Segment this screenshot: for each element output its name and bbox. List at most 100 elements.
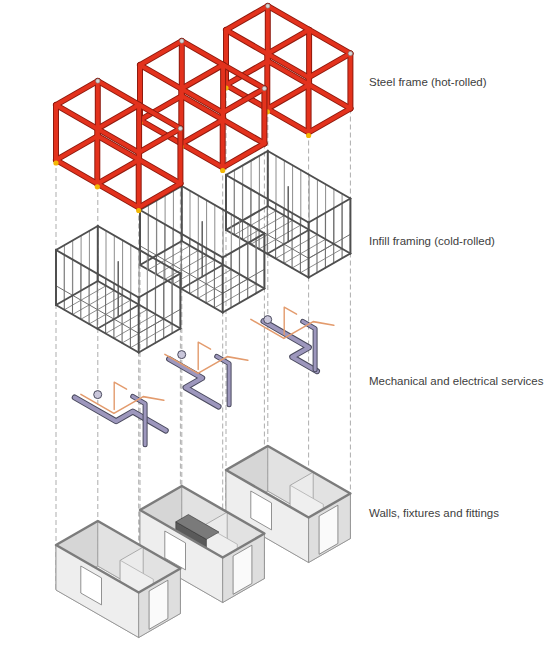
steel-member-shadow: [223, 144, 265, 168]
electrical-cable: [198, 342, 210, 370]
infill-frame-edge: [263, 234, 265, 289]
stud: [72, 240, 73, 295]
steel-member: [97, 160, 139, 184]
service-unit: [264, 316, 272, 324]
window: [251, 491, 272, 530]
steel-member-shadow: [177, 129, 183, 184]
layer-label: Mechanical and electrical services: [369, 374, 544, 388]
guide-line: [97, 136, 98, 566]
floor-joist: [198, 274, 240, 298]
noggin: [223, 269, 265, 293]
infill-frame-edge: [56, 226, 98, 250]
infill-frame-edge: [267, 151, 269, 206]
stud: [148, 205, 149, 260]
door: [319, 505, 338, 554]
layer-label: Steel frame (hot-rolled): [369, 75, 487, 89]
infill-frame-edge: [309, 254, 351, 278]
steel-member-shadow: [309, 109, 351, 133]
walls-layer: [56, 446, 350, 638]
guide-line: [181, 96, 182, 531]
floor-joist: [89, 300, 131, 324]
steel-member: [137, 105, 141, 160]
steel-member: [309, 54, 351, 78]
infill-frame-edge: [138, 298, 140, 353]
steel-member-shadow: [267, 30, 309, 54]
door: [149, 580, 168, 629]
infill-frame-edge: [222, 258, 224, 313]
partition-stud: [288, 187, 289, 242]
steel-member-shadow: [97, 105, 139, 129]
steel-member: [221, 65, 225, 120]
infill-frame-edge: [56, 281, 98, 305]
connection-plate: [220, 168, 225, 173]
end-wall: [309, 494, 351, 563]
steel-member-shadow: [53, 105, 59, 160]
infill-frame-edge: [226, 230, 309, 278]
infill-frame-edge: [308, 223, 310, 278]
stud: [259, 156, 260, 211]
end-wall: [139, 569, 181, 638]
steel-member: [309, 109, 351, 133]
infill-frame-edge: [349, 199, 351, 254]
lifting-point: [348, 51, 352, 55]
infill-frame-edge: [309, 199, 351, 223]
duct-outline: [75, 398, 166, 431]
stud: [173, 191, 174, 246]
layer-label: Walls, fixtures and fittings: [369, 506, 499, 520]
lifting-point: [266, 4, 270, 8]
stud: [230, 253, 231, 308]
pipe: [217, 356, 229, 404]
steel-member: [223, 144, 265, 168]
door: [233, 545, 252, 594]
steel-member: [140, 41, 182, 65]
steel-member: [54, 105, 58, 160]
steel-member: [226, 6, 268, 30]
stud: [156, 200, 157, 255]
steel-member: [139, 129, 181, 153]
stud: [333, 208, 334, 263]
steel-member-shadow: [226, 6, 268, 30]
floor-joist: [251, 220, 293, 244]
wall-rim: [56, 521, 180, 593]
steel-member-shadow: [181, 120, 223, 144]
steel-member: [181, 65, 223, 89]
service-unit: [94, 391, 102, 399]
guide-line: [56, 160, 57, 590]
steel-member-shadow: [267, 85, 309, 109]
front-wall: [56, 545, 139, 638]
guide-line: [267, 61, 268, 491]
window: [81, 566, 102, 605]
connection-plate: [136, 208, 141, 213]
steel-member-shadow: [139, 129, 181, 153]
infill-frame-edge: [56, 305, 139, 353]
layer-label: Infill framing (cold-rolled): [369, 234, 495, 248]
partition-stud: [201, 222, 202, 277]
steel-member: [307, 30, 311, 85]
floor-joist: [114, 314, 156, 338]
pipe-outline: [303, 321, 315, 369]
steel-member-shadow: [347, 54, 353, 109]
steel-member-shadow: [56, 136, 98, 160]
stud: [64, 245, 65, 300]
electrical-cable: [284, 307, 296, 335]
steel-member: [95, 129, 99, 184]
pipe-outline: [133, 396, 145, 444]
connection-plate: [95, 184, 100, 189]
electrical-cable: [114, 382, 126, 410]
electrical-cable: [81, 394, 164, 413]
stud: [247, 243, 248, 298]
floor-joist: [81, 295, 123, 319]
steel-member: [181, 120, 223, 144]
connection-plate: [306, 133, 311, 138]
noggin: [139, 309, 181, 333]
infill-frame-edge: [225, 175, 227, 230]
steel-member: [267, 30, 309, 54]
steel-member-shadow: [139, 184, 181, 208]
stud: [146, 293, 147, 348]
steel-member-shadow: [97, 160, 139, 184]
steel-member: [223, 89, 265, 113]
steel-member-shadow: [309, 54, 351, 78]
infill-frame-edge: [181, 186, 183, 241]
duct-outline: [264, 321, 318, 371]
floor-joist: [73, 291, 115, 315]
